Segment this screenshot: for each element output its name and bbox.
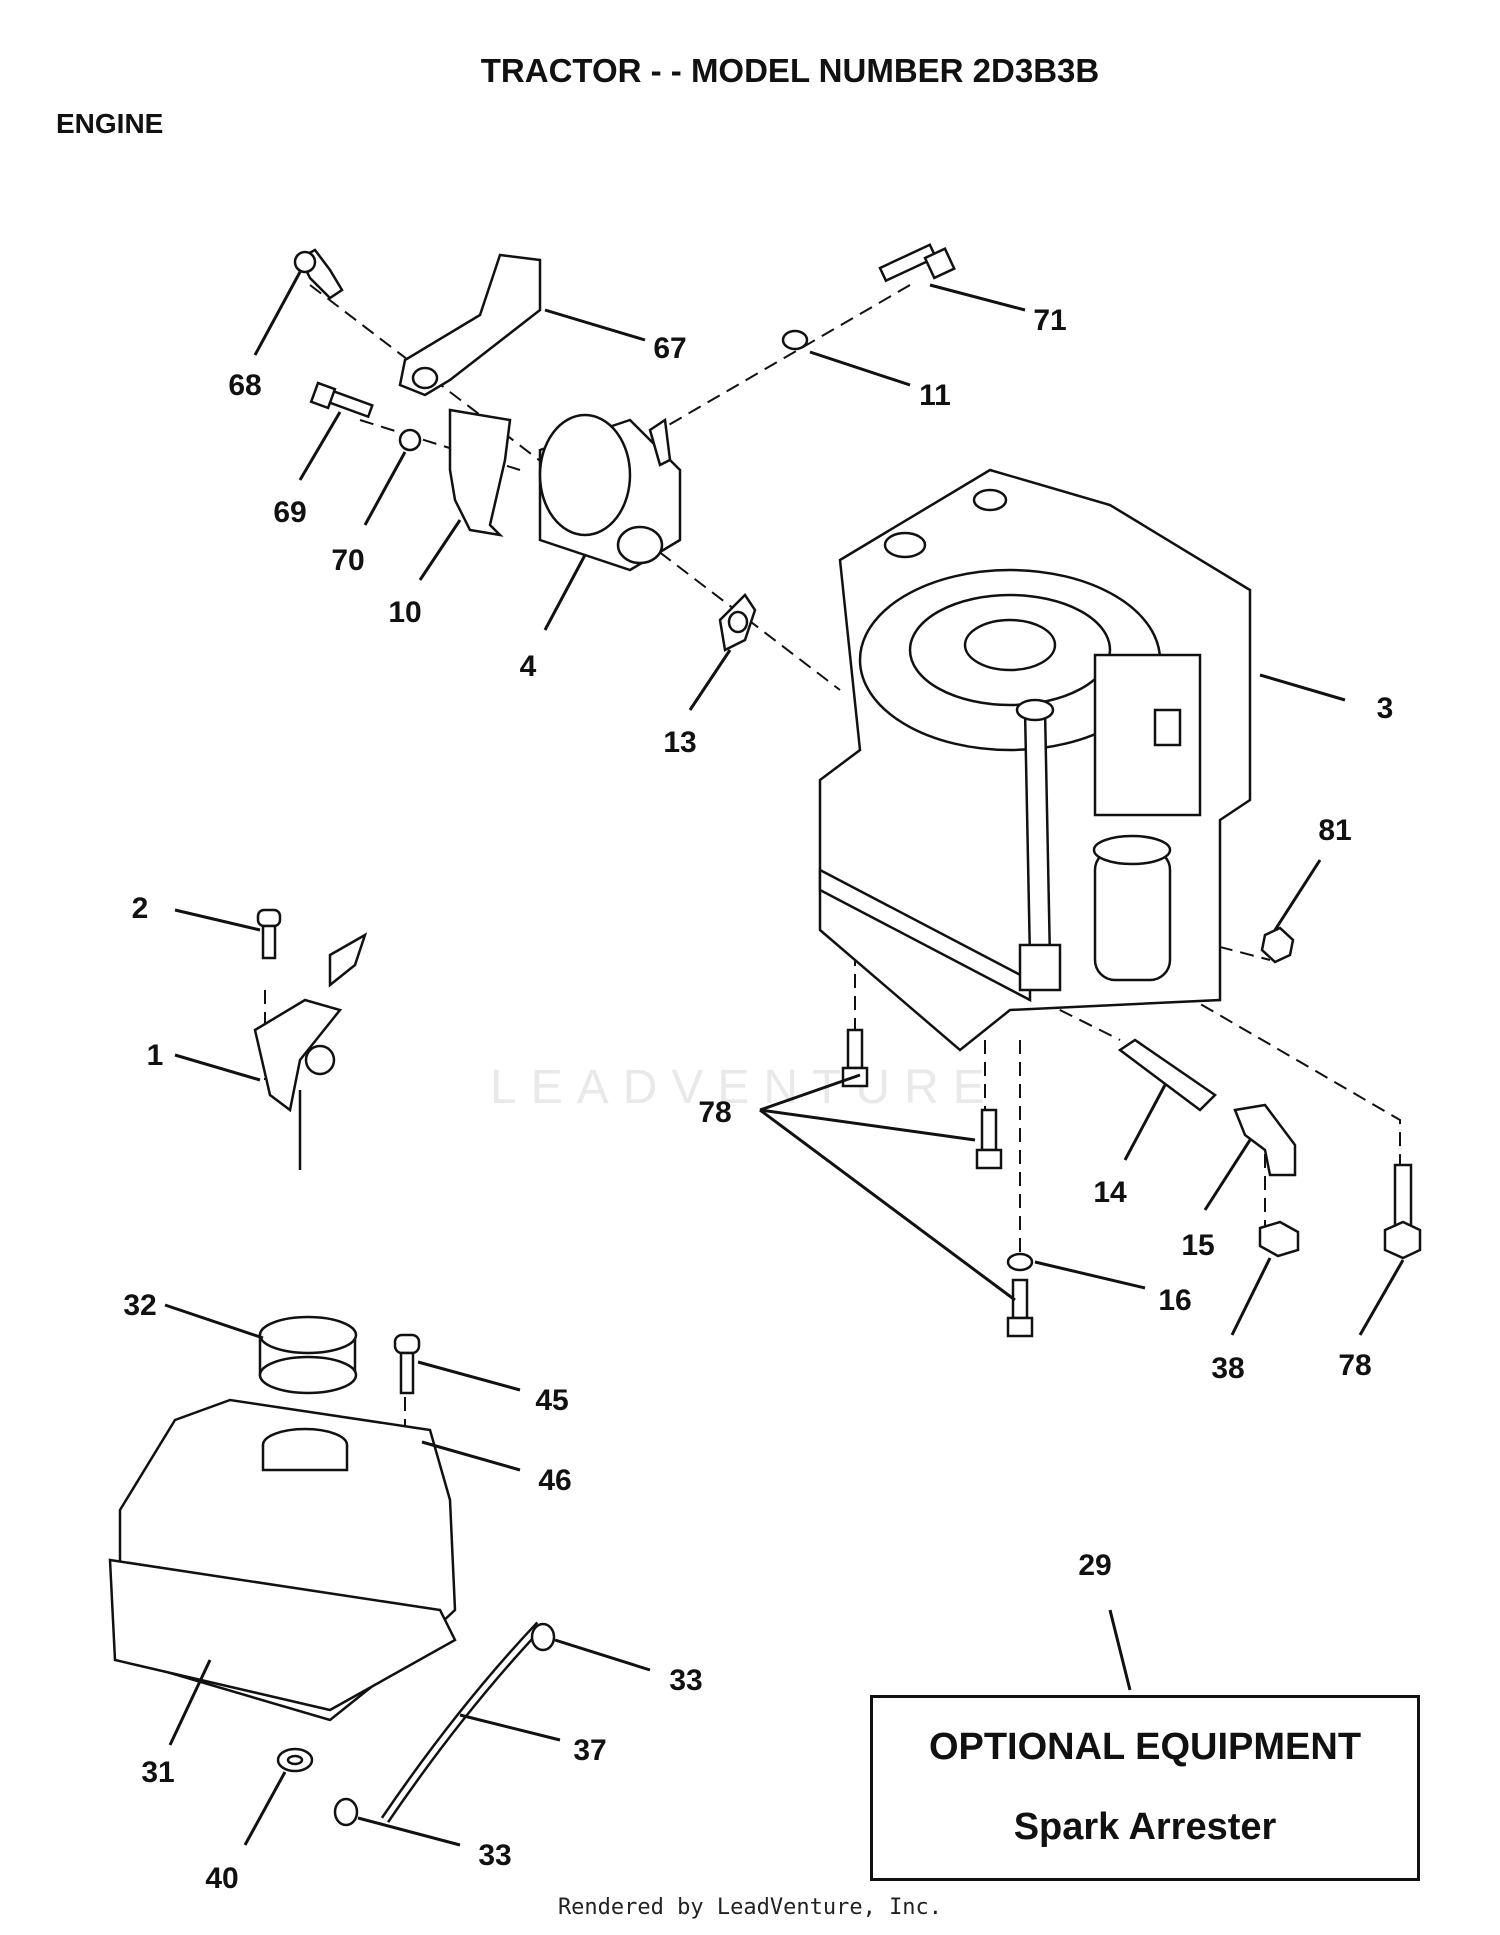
callout-14: 14 bbox=[1093, 1176, 1127, 1209]
callout-69: 69 bbox=[273, 496, 306, 529]
callout-71: 71 bbox=[1033, 304, 1066, 337]
nut-38 bbox=[1258, 1220, 1300, 1258]
callout-40: 40 bbox=[205, 1862, 238, 1895]
screw-2 bbox=[256, 908, 282, 960]
callout-16: 16 bbox=[1158, 1284, 1191, 1317]
callout-29: 29 bbox=[1078, 1549, 1111, 1582]
callout-67: 67 bbox=[653, 332, 686, 365]
dipstick-tube bbox=[1015, 698, 1062, 992]
callout-78-left: 78 bbox=[698, 1096, 731, 1129]
fuel-tank bbox=[108, 1398, 457, 1722]
optional-equipment-box: OPTIONAL EQUIPMENT Spark Arrester bbox=[870, 1695, 1420, 1881]
fuel-cap bbox=[258, 1315, 358, 1395]
nut-81 bbox=[1260, 926, 1295, 964]
bolt-71 bbox=[878, 243, 956, 283]
pipe-nipple bbox=[1117, 1038, 1217, 1112]
callout-2: 2 bbox=[132, 892, 149, 925]
callout-37: 37 bbox=[573, 1734, 606, 1767]
bolt-78-right bbox=[1383, 1163, 1422, 1260]
callout-45: 45 bbox=[535, 1384, 568, 1417]
callout-33-lower: 33 bbox=[478, 1839, 511, 1872]
clamp-33-upper bbox=[530, 1622, 556, 1652]
leader-lines bbox=[164, 271, 1405, 1847]
callout-38: 38 bbox=[1211, 1352, 1244, 1385]
callout-32: 32 bbox=[123, 1289, 156, 1322]
callout-31: 31 bbox=[141, 1756, 174, 1789]
callout-11: 11 bbox=[919, 379, 951, 412]
bolt-69 bbox=[309, 381, 374, 419]
muffler-shield bbox=[398, 253, 542, 397]
washer-11 bbox=[781, 329, 809, 351]
washer-16 bbox=[1006, 1252, 1034, 1272]
throttle-control bbox=[253, 932, 368, 1170]
callout-81: 81 bbox=[1318, 814, 1351, 847]
callout-68: 68 bbox=[228, 369, 261, 402]
heat-shield bbox=[448, 408, 512, 537]
callout-70: 70 bbox=[331, 544, 364, 577]
callout-10: 10 bbox=[388, 596, 421, 629]
screw-68 bbox=[293, 248, 344, 300]
callout-15: 15 bbox=[1181, 1229, 1214, 1262]
callout-1: 1 bbox=[147, 1039, 164, 1072]
callout-13: 13 bbox=[663, 726, 696, 759]
gasket bbox=[718, 593, 757, 652]
optional-equipment-item: Spark Arrester bbox=[1013, 1806, 1277, 1848]
callout-3: 3 bbox=[1377, 692, 1394, 725]
callout-4: 4 bbox=[520, 650, 537, 683]
muffler bbox=[538, 413, 682, 572]
screw-45 bbox=[393, 1333, 421, 1395]
pipe-elbow bbox=[1233, 1103, 1297, 1177]
callout-numbers: 68 67 71 11 69 70 10 4 13 3 81 2 1 78 14… bbox=[123, 304, 1393, 1895]
page-title: TRACTOR - - MODEL NUMBER 2D3B3B bbox=[480, 52, 1100, 89]
section-label: ENGINE bbox=[56, 108, 164, 139]
clamp-33-lower bbox=[333, 1797, 359, 1827]
watermark-text: LEADVENTURE bbox=[490, 1061, 999, 1114]
footer-credit: Rendered by LeadVenture, Inc. bbox=[557, 1895, 943, 1920]
washer-70 bbox=[398, 428, 422, 452]
optional-equipment-heading: OPTIONAL EQUIPMENT bbox=[928, 1726, 1362, 1768]
callout-78-right: 78 bbox=[1338, 1349, 1371, 1382]
callout-33-upper: 33 bbox=[669, 1664, 702, 1697]
bushing-40 bbox=[276, 1747, 314, 1773]
callout-46: 46 bbox=[538, 1464, 571, 1497]
oil-filter bbox=[1092, 834, 1172, 982]
bolt-78-middle bbox=[975, 1108, 1003, 1170]
bolt-78-lower bbox=[1006, 1278, 1034, 1338]
